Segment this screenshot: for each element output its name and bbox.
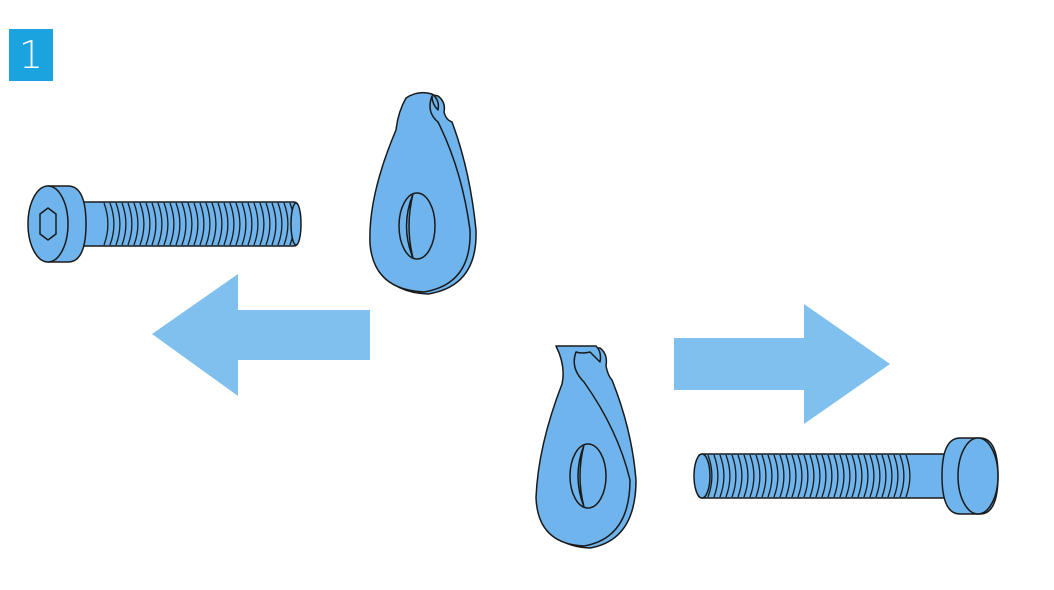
thread-line	[229, 202, 235, 246]
thread-line	[809, 454, 815, 498]
thread-line	[869, 454, 875, 498]
thread-line	[163, 202, 169, 246]
thread-line	[815, 454, 821, 498]
arrow-left-icon	[152, 274, 370, 396]
thread-line	[767, 454, 773, 498]
hex-socket-screw-icon	[27, 185, 302, 263]
thread-line	[845, 454, 851, 498]
thread-line	[217, 202, 223, 246]
thread-line	[109, 202, 115, 246]
thread-line	[749, 454, 755, 498]
thread-line	[893, 454, 899, 498]
thread-line	[851, 454, 857, 498]
thread-line	[719, 454, 725, 498]
step-number: 1	[18, 33, 44, 77]
thread-line	[731, 454, 737, 498]
hook-washer-icon	[535, 345, 637, 549]
thread-line	[157, 202, 163, 246]
thread-line	[199, 202, 205, 246]
thread-line	[169, 202, 175, 246]
thread-line	[151, 202, 157, 246]
thread-line	[139, 202, 145, 246]
thread-line	[803, 454, 809, 498]
thread-line	[743, 454, 749, 498]
thread-line	[259, 202, 265, 246]
thread-line	[247, 202, 253, 246]
thread-line	[145, 202, 151, 246]
thread-line	[181, 202, 187, 246]
hook-washer-icon	[369, 91, 477, 295]
thread-line	[779, 454, 785, 498]
thread-line	[175, 202, 181, 246]
thread-line	[785, 454, 791, 498]
thread-line	[827, 454, 833, 498]
thread-line	[187, 202, 193, 246]
thread-line	[205, 202, 211, 246]
thread-line	[277, 202, 283, 246]
thread-line	[737, 454, 743, 498]
thread-line	[241, 202, 247, 246]
thread-line	[115, 202, 121, 246]
thread-line	[193, 202, 199, 246]
thread-line	[223, 202, 229, 246]
arrow-right-icon	[674, 304, 890, 424]
thread-line	[899, 454, 905, 498]
thread-line	[265, 202, 271, 246]
thread-line	[839, 454, 845, 498]
thread-line	[857, 454, 863, 498]
thread-line	[773, 454, 779, 498]
thread-line	[881, 454, 887, 498]
thread-line	[725, 454, 731, 498]
thread-line	[713, 454, 719, 498]
screw-threads	[707, 454, 911, 498]
thread-line	[127, 202, 133, 246]
screw-threads	[103, 202, 295, 246]
thread-line	[253, 202, 259, 246]
thread-line	[905, 454, 911, 498]
thread-line	[235, 202, 241, 246]
thread-line	[755, 454, 761, 498]
hex-socket-screw-icon	[693, 437, 999, 515]
thread-line	[797, 454, 803, 498]
thread-line	[887, 454, 893, 498]
thread-line	[821, 454, 827, 498]
thread-line	[761, 454, 767, 498]
thread-line	[833, 454, 839, 498]
thread-line	[103, 202, 109, 246]
thread-line	[875, 454, 881, 498]
thread-line	[707, 454, 713, 498]
thread-line	[271, 202, 277, 246]
thread-line	[863, 454, 869, 498]
thread-line	[133, 202, 139, 246]
thread-line	[791, 454, 797, 498]
thread-line	[283, 202, 289, 246]
thread-line	[211, 202, 217, 246]
step-number-badge: 1	[9, 29, 53, 81]
thread-line	[121, 202, 127, 246]
